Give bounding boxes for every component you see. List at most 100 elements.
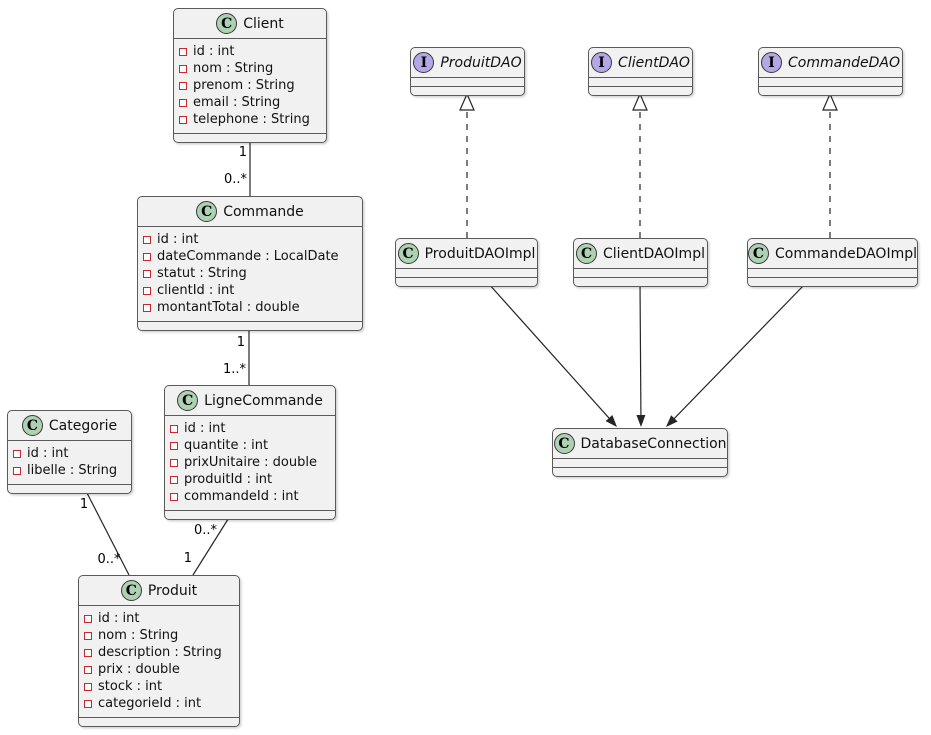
private-field-icon (143, 286, 151, 295)
class-letter-icon: C (177, 390, 199, 411)
class-name: ProduitDAOImpl (424, 245, 536, 262)
operations-compartment-empty (553, 467, 727, 476)
edge-client-commande: 1 0..* (224, 136, 251, 196)
attribute-text: nom : String (193, 61, 274, 76)
association-line (85, 490, 130, 576)
attribute-row: telephone : String (179, 111, 318, 128)
class-header: I ProduitDAO (411, 48, 524, 77)
edge-categorie-produit: 10..* (80, 490, 130, 576)
attribute-text: id : int (184, 421, 226, 436)
private-field-icon (179, 98, 187, 107)
operations-compartment-empty (589, 86, 692, 95)
attribute-text: commandeId : int (184, 489, 299, 504)
edge-client-dao-impl-realizes-client-dao (632, 92, 648, 238)
interface-letter-icon: I (591, 52, 613, 73)
edge-produit-dao-impl-realizes-produit-dao (459, 92, 475, 238)
class-name: Commande (223, 203, 304, 220)
attributes-compartment-empty (553, 458, 727, 467)
hollow-triangle-arrowhead-icon (632, 92, 648, 111)
interface-produit-dao: I ProduitDAO (410, 47, 525, 96)
edge-produit-dao-impl-to-database-connection (487, 282, 617, 427)
vee-arrowhead-icon (666, 415, 678, 427)
attribute-row: prix : double (84, 661, 231, 678)
attributes-compartment: id : int dateCommande : LocalDate statut :… (138, 226, 362, 321)
attribute-text: montantTotal : double (157, 300, 300, 315)
private-field-icon (84, 699, 92, 708)
attribute-text: id : int (98, 611, 140, 626)
multiplicity-label: 1 (239, 145, 247, 160)
attribute-row: nom : String (84, 627, 231, 644)
class-header: C Commande (138, 197, 362, 226)
attribute-text: statut : String (157, 266, 247, 281)
operations-compartment-empty (138, 321, 362, 330)
class-name: Categorie (48, 417, 118, 434)
private-field-icon (84, 665, 92, 674)
multiplicity-label: 1 (80, 497, 88, 512)
private-field-icon (170, 441, 178, 450)
attribute-row: montantTotal : double (143, 299, 354, 316)
operations-compartment-empty (79, 717, 239, 726)
attribute-text: libelle : String (27, 463, 118, 478)
operations-compartment-empty (411, 86, 524, 95)
class-name: DatabaseConnection (580, 435, 727, 452)
attribute-row: clientId : int (143, 282, 354, 299)
edge-commande-ligne-commande: 11..* (223, 323, 250, 385)
interface-letter-icon: I (761, 52, 783, 73)
multiplicity-label: 0..* (224, 172, 248, 187)
edge-commande-dao-impl-realizes-commande-dao (822, 92, 838, 238)
private-field-icon (143, 269, 151, 278)
attribute-text: categorieId : int (98, 696, 202, 711)
attribute-row: stock : int (84, 678, 231, 695)
attributes-compartment-empty (411, 77, 524, 86)
multiplicity-label: 1..* (223, 362, 247, 377)
private-field-icon (84, 648, 92, 657)
attribute-text: nom : String (98, 628, 179, 643)
hollow-triangle-arrowhead-icon (459, 92, 475, 111)
attribute-text: dateCommande : LocalDate (157, 249, 339, 264)
private-field-icon (143, 235, 151, 244)
operations-compartment-empty (165, 510, 335, 519)
attribute-text: quantite : int (184, 438, 269, 453)
interface-letter-icon: I (413, 52, 435, 73)
edge-commande-dao-impl-to-database-connection (666, 282, 807, 427)
attribute-row: id : int (179, 43, 318, 60)
class-name: Client (243, 15, 284, 32)
attribute-text: id : int (193, 44, 235, 59)
operations-compartment-empty (748, 277, 917, 286)
private-field-icon (84, 631, 92, 640)
class-letter-icon: C (196, 201, 218, 222)
private-field-icon (179, 115, 187, 124)
operations-compartment-empty (174, 133, 326, 142)
attribute-row: id : int (84, 610, 231, 627)
class-name: ProduitDAO (440, 54, 522, 71)
class-name: CommandeDAOImpl (775, 245, 917, 262)
association-line (192, 515, 231, 576)
attribute-text: id : int (27, 446, 69, 461)
attribute-text: produitId : int (184, 472, 273, 487)
edge-client-dao-impl-to-database-connection (636, 282, 646, 427)
attribute-row: categorieId : int (84, 695, 231, 712)
private-field-icon (170, 424, 178, 433)
attribute-row: prenom : String (179, 77, 318, 94)
attribute-text: id : int (157, 232, 199, 247)
vee-arrowhead-icon (605, 415, 617, 427)
attribute-row: libelle : String (13, 462, 123, 479)
class-letter-icon: C (216, 13, 238, 34)
operations-compartment-empty (396, 277, 537, 286)
attribute-row: commandeId : int (170, 488, 327, 505)
attribute-row: email : String (179, 94, 318, 111)
operations-compartment-empty (8, 484, 131, 493)
